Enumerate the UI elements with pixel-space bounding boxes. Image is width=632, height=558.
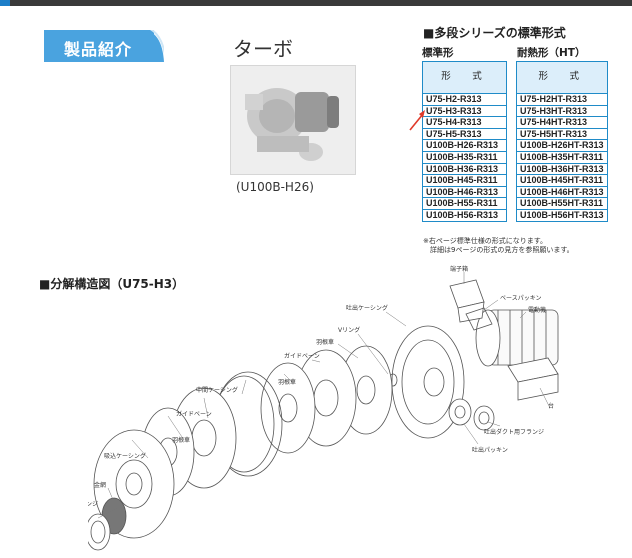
label-guide-vane-1: ガイドベーン	[284, 352, 320, 360]
label-motor: 電動機	[528, 306, 546, 314]
diagram-heading: ■分解構造図（U75-H3）	[39, 277, 185, 291]
model-cell: U100B-H46-R313	[422, 185, 507, 199]
model-cell: U100B-H55-R311	[422, 197, 507, 210]
banner-label: 製品紹介	[64, 40, 133, 59]
model-cell: U100B-H46HT-R313	[516, 185, 608, 199]
stand-part	[507, 357, 559, 401]
model-cell: U75-H2HT-R313	[516, 93, 608, 106]
product-title: ターボ	[233, 37, 293, 61]
top-bar-accent	[0, 0, 10, 6]
label-impeller-1: 羽根車	[316, 338, 334, 346]
series-note-2: 詳細は9ページの形式の見方を参照願います。	[423, 246, 574, 254]
heat-resistant-label: 耐熱形（HT）	[517, 47, 586, 59]
model-cell: U75-H5-R313	[422, 127, 507, 141]
model-cell: U75-H4-R313	[422, 116, 507, 129]
label-suction-duct-flange: 吸込ダクト用フランジ	[88, 500, 98, 508]
label-wire-mesh: 金網	[94, 481, 106, 489]
standard-label: 標準形	[422, 47, 454, 59]
model-cell: U100B-H26HT-R313	[516, 139, 608, 152]
label-discharge-casing: 吐出ケーシング	[346, 304, 388, 312]
suction-duct-flange-part	[88, 513, 111, 551]
label-suction-casing: 吸込ケーシング	[104, 452, 146, 460]
label-terminal-box: 端子箱	[450, 265, 468, 273]
label-impeller-3: 羽根車	[172, 436, 190, 444]
discharge-flange-part	[448, 398, 495, 431]
impeller-2-part	[260, 362, 316, 454]
model-cell: U100B-H26-R313	[422, 139, 507, 152]
model-cell: U75-H3-R313	[422, 104, 507, 118]
series-heading: ■多段シリーズの標準形式	[423, 26, 566, 40]
label-impeller-2: 羽根車	[278, 378, 296, 386]
model-cell: U100B-H56HT-R313	[516, 208, 608, 222]
heat-resistant-table-header: 形 式	[516, 61, 608, 94]
model-cell: U100B-H35HT-R311	[516, 150, 608, 164]
model-cell: U100B-H56-R313	[422, 208, 507, 222]
series-notes: ※右ページ標準仕様の形式になります。 詳細は9ページの形式の見方を参照願います。	[423, 237, 574, 255]
label-discharge-duct-flange: 吐出ダクト用フランジ	[484, 428, 544, 436]
model-cell: U100B-H45-R311	[422, 174, 507, 187]
label-stand: 台	[548, 402, 554, 410]
model-cell: U100B-H36HT-R313	[516, 162, 608, 176]
label-v-ring: Vリング	[338, 326, 360, 334]
model-cell: U75-H2-R313	[422, 93, 507, 106]
motor-part	[475, 309, 559, 367]
exploded-view-diagram: 端子箱 ベースパッキン 電動機 吐出ケーシング Vリング 羽根車 ガイドベーン …	[88, 265, 559, 551]
product-photo	[230, 65, 356, 175]
discharge-casing-part	[391, 325, 465, 439]
label-guide-vane-2: ガイドベーン	[176, 410, 212, 418]
section-banner: 製品紹介	[44, 25, 167, 65]
leader-lines	[97, 272, 551, 519]
photo-caption: (U100B-H26)	[236, 180, 314, 194]
label-discharge-packing: 吐出パッキン	[472, 446, 508, 454]
model-cell: U100B-H45HT-R311	[516, 174, 608, 187]
model-cell: U100B-H35-R311	[422, 150, 507, 164]
red-arrow	[409, 110, 425, 131]
label-base-packing: ベースパッキン	[500, 295, 542, 302]
base-packing-part	[465, 307, 493, 331]
model-cell: U75-H4HT-R313	[516, 116, 608, 129]
series-note-1: ※右ページ標準仕様の形式になります。	[423, 237, 548, 245]
standard-table-header: 形 式	[422, 61, 507, 94]
model-cell: U75-H5HT-R313	[516, 127, 608, 141]
model-cell: U100B-H55HT-R311	[516, 197, 608, 210]
turbo-blower-image	[245, 88, 339, 161]
model-cell: U100B-H36-R313	[422, 162, 507, 176]
label-middle-casing: 中間ケーシング	[196, 386, 238, 394]
model-cell: U75-H3HT-R313	[516, 104, 608, 118]
top-bar	[0, 0, 632, 6]
